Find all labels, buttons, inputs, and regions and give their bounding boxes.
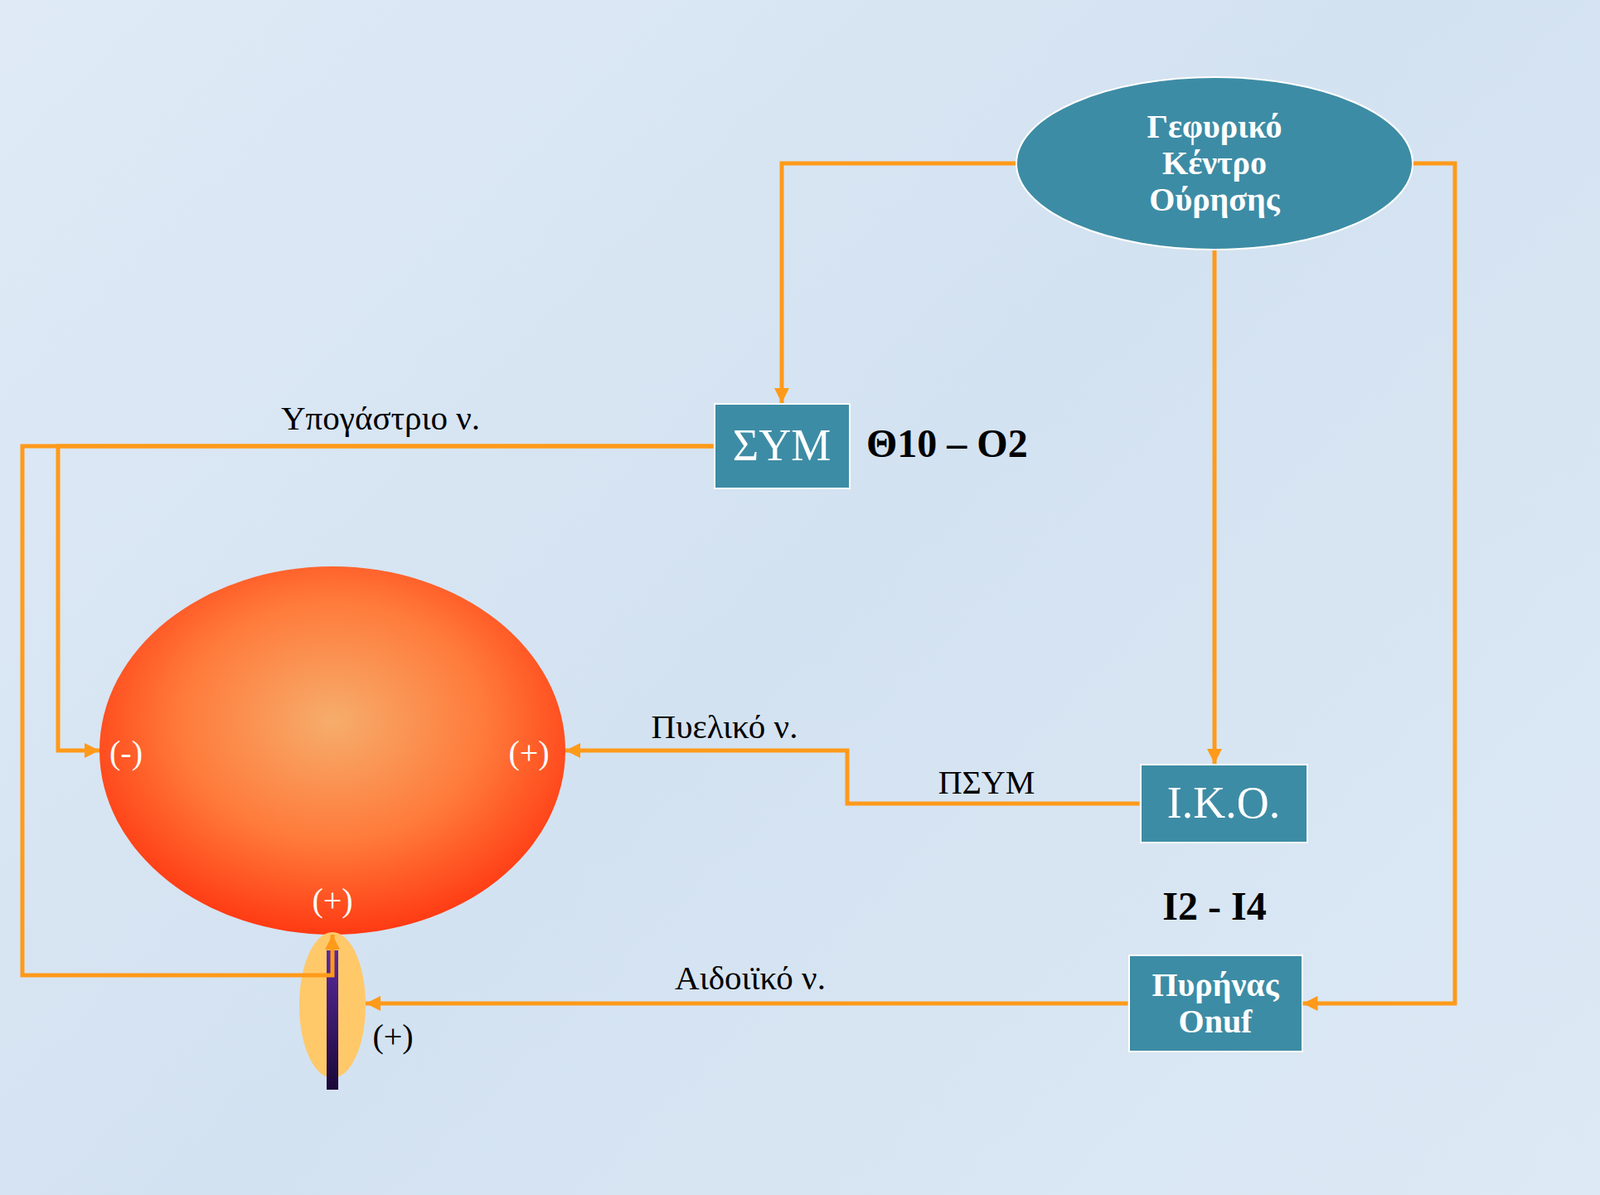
bladder-body xyxy=(99,566,566,935)
nerve-connector xyxy=(565,750,1140,804)
box-fill xyxy=(1129,955,1303,1052)
polarity-sign: (+) xyxy=(311,883,353,917)
box-fill xyxy=(714,403,850,489)
pontine-center: Γεφυρικό Κέντρο Ούρησης xyxy=(1015,76,1414,251)
nerve-connector xyxy=(781,163,1016,403)
nerve-connector xyxy=(58,446,714,751)
box-fill xyxy=(1140,764,1308,843)
nerve-connector xyxy=(365,1001,1129,1006)
spinal-level: Θ10 – Ο2 xyxy=(866,421,1028,466)
node-label: Γεφυρικό Κέντρο Ούρησης xyxy=(1146,108,1282,219)
nerve-connector xyxy=(22,446,714,975)
nerve-name: Υπογάστριο ν. xyxy=(281,399,480,437)
polarity-sign: (+) xyxy=(372,1019,413,1053)
nerve-name: Πυελικό ν. xyxy=(651,707,799,746)
bladder-outline xyxy=(99,566,566,935)
spinal-level: Ι2 - Ι4 xyxy=(1162,884,1266,929)
polarity-sign: (+) xyxy=(508,736,549,770)
nerve-connector xyxy=(1212,250,1217,764)
bladder: (-) (+) (+) xyxy=(99,566,566,935)
spinal-center-box: Ι.Κ.Ο. xyxy=(1139,763,1309,844)
onuf-nucleus-box: Πυρήνας Onuf xyxy=(1128,954,1304,1053)
node-label: Ι.Κ.Ο. xyxy=(1167,778,1280,828)
node-label: Πυρήνας Onuf xyxy=(1151,966,1279,1040)
nerve-name: Αιδοιϊκό ν. xyxy=(674,959,826,997)
polarity-sign: (-) xyxy=(109,736,143,770)
pathway-name: ΠΣΥΜ xyxy=(938,764,1036,801)
node-label: ΣΥΜ xyxy=(732,421,831,471)
sympathetic-box: ΣΥΜ xyxy=(713,402,851,490)
nerve-connector xyxy=(1303,163,1456,1004)
ellipse-fill xyxy=(1016,77,1413,250)
